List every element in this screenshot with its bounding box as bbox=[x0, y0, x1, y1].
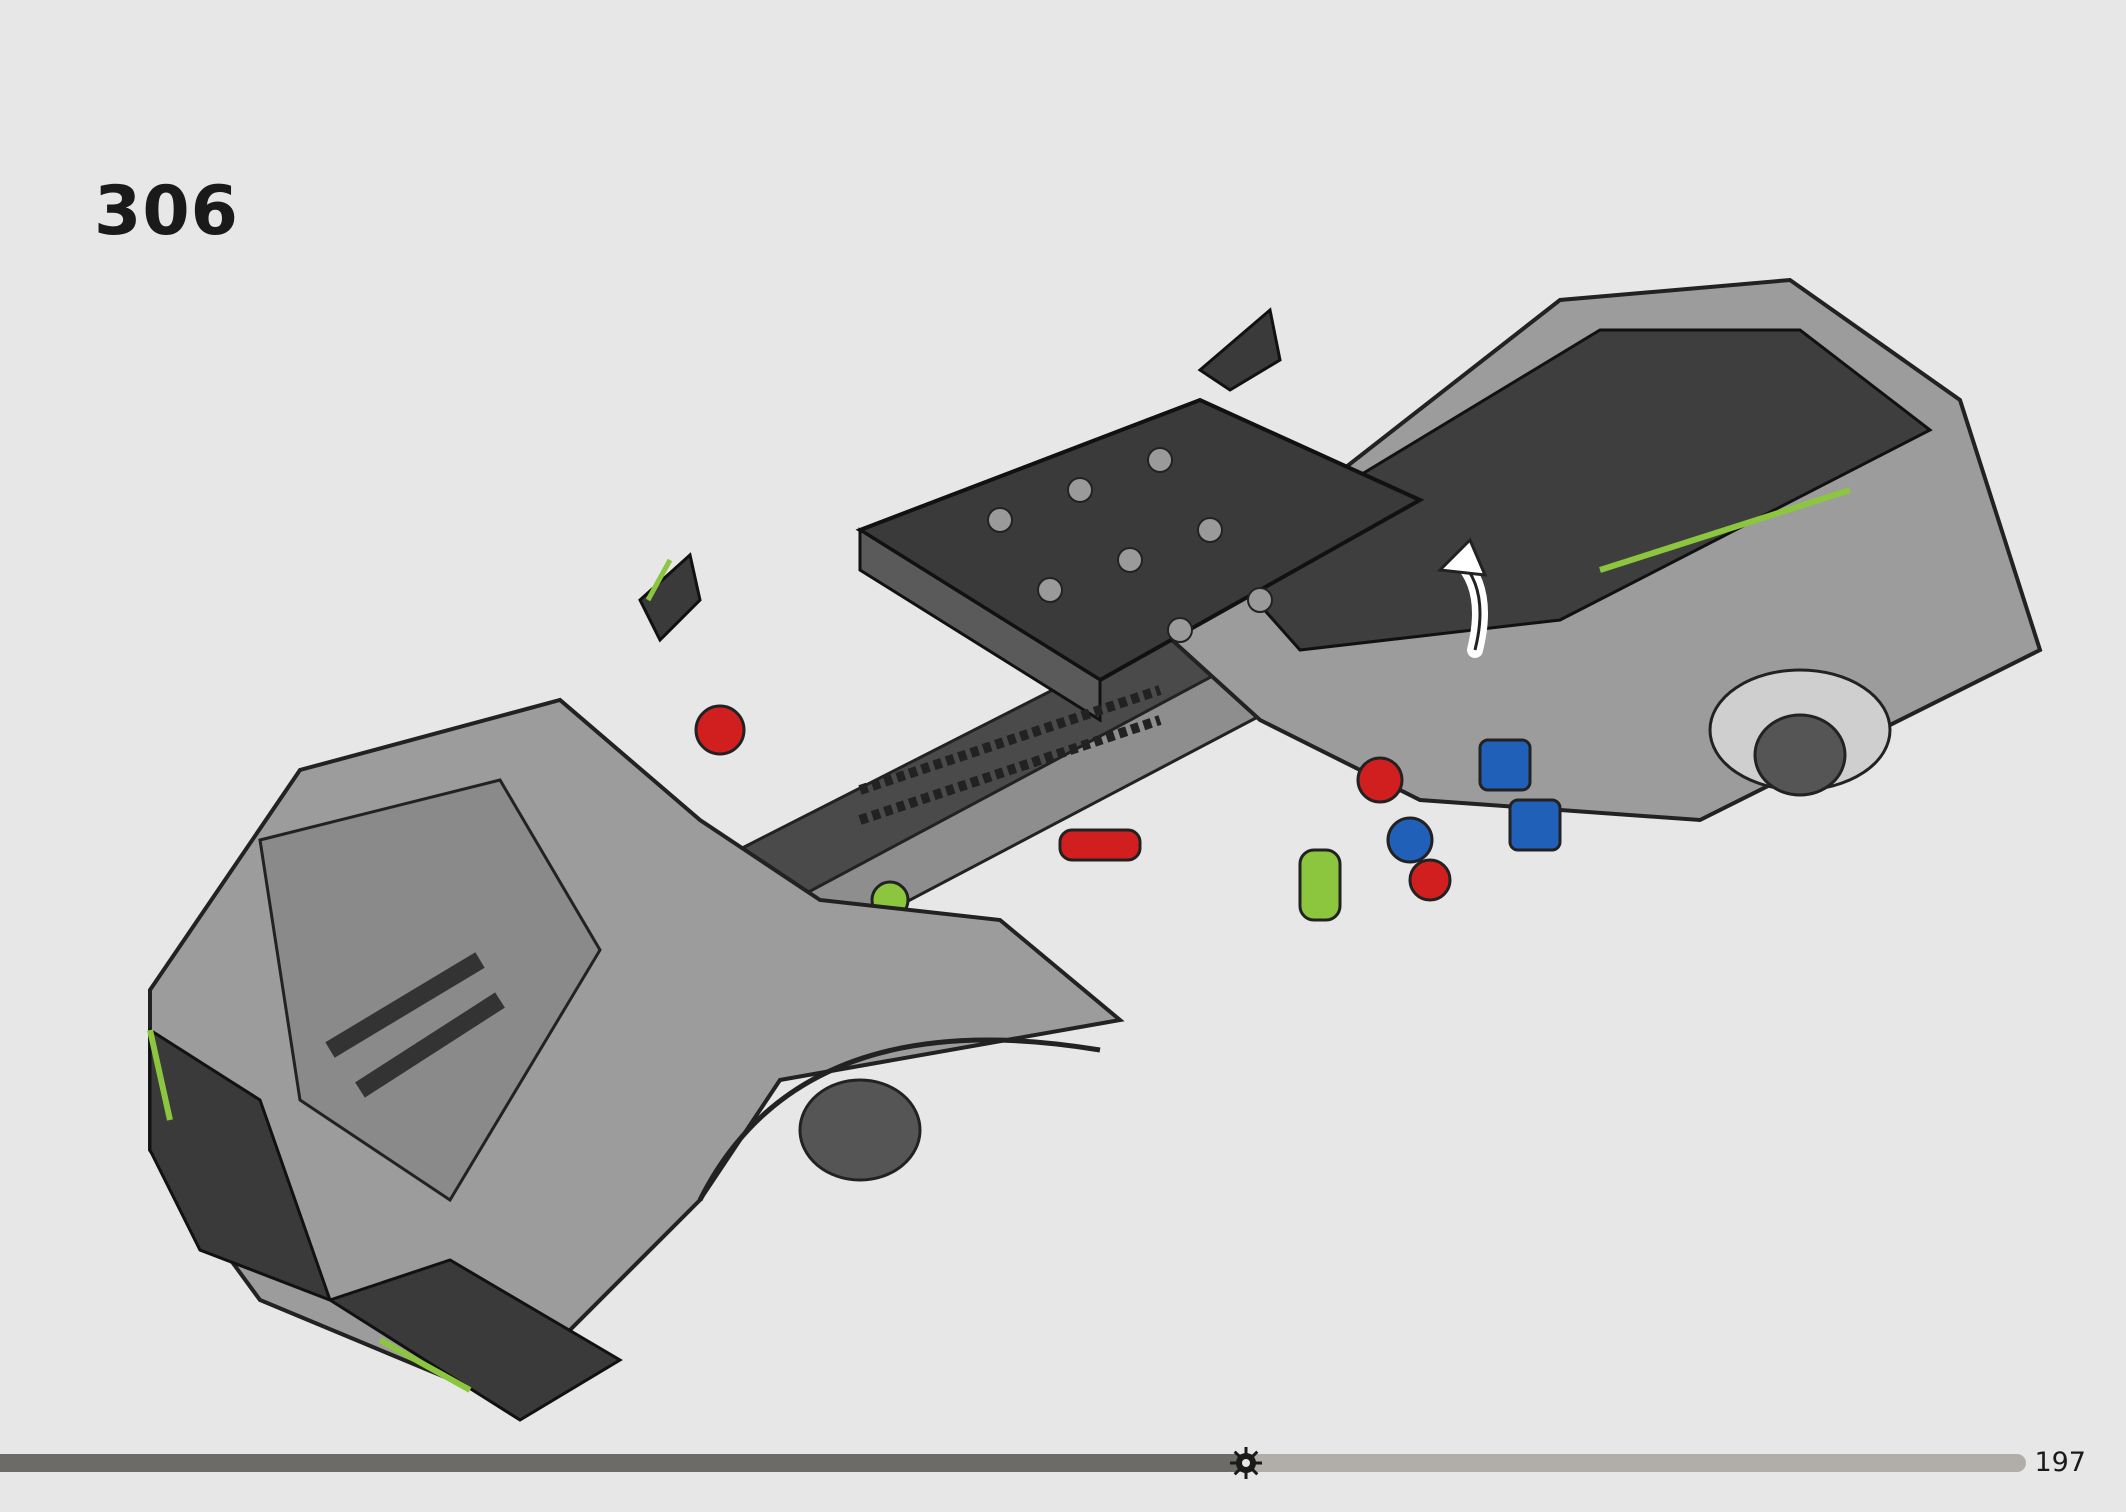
spoilers bbox=[638, 307, 1282, 643]
step-number: 306 bbox=[94, 172, 239, 251]
page-number: 197 bbox=[2034, 1447, 2086, 1478]
progress-bar-fill bbox=[0, 1454, 1246, 1472]
rotate-arrow-icon bbox=[1436, 537, 1488, 658]
front-body bbox=[147, 697, 1125, 1422]
gear-icon bbox=[1229, 1447, 1262, 1479]
roof-plate bbox=[855, 397, 1425, 723]
shock-absorbers bbox=[858, 685, 1162, 825]
rear-body bbox=[1146, 277, 2043, 823]
progress-bar bbox=[0, 1454, 2026, 1472]
